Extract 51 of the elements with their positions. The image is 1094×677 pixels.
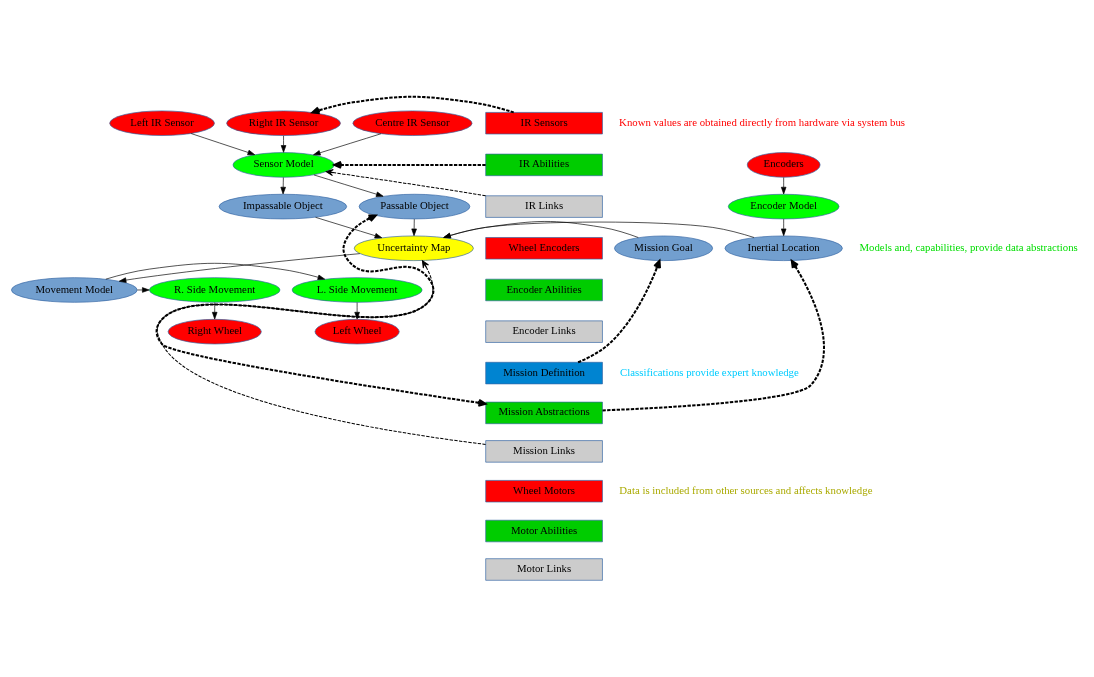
arrow xyxy=(105,262,326,280)
arrow xyxy=(155,214,487,407)
node-box: Encoder Abilities xyxy=(485,278,603,302)
arrow xyxy=(311,95,515,115)
arrow xyxy=(325,169,487,197)
arrow xyxy=(411,218,417,236)
node-ellipse: Encoders xyxy=(746,152,821,178)
arrow xyxy=(333,160,486,169)
label: Known values are obtained directly from hardware via system bus xyxy=(619,115,906,128)
node-ellipse: Inertial Location xyxy=(724,235,843,261)
node-ellipse: Right Wheel xyxy=(167,319,262,345)
arrow xyxy=(137,287,150,293)
node-box: Mission Links xyxy=(485,440,603,463)
node-ellipse: Centre IR Sensor xyxy=(352,110,473,136)
arrow xyxy=(280,135,287,153)
node-box: IR Links xyxy=(485,195,603,218)
arrow xyxy=(443,221,639,239)
arrow xyxy=(781,218,787,236)
node-box: Motor Links xyxy=(485,558,603,581)
node-box: Mission Definition xyxy=(485,361,603,385)
node-ellipse: L. Side Movement xyxy=(291,277,423,303)
arrow xyxy=(118,253,361,283)
node-ellipse: Left Wheel xyxy=(314,319,400,345)
arrow xyxy=(156,260,487,445)
node-ellipse: Mission Goal xyxy=(614,235,713,261)
node-ellipse: Right IR Sensor xyxy=(226,110,341,136)
arrow xyxy=(212,302,218,320)
node-ellipse: Impassable Object xyxy=(218,193,347,220)
arrow xyxy=(781,177,787,195)
node-box: Mission Abstractions xyxy=(485,401,603,425)
arrow xyxy=(313,174,384,197)
arrow xyxy=(315,217,383,239)
node-ellipse: Encoder Model xyxy=(727,193,840,220)
node-box: Motor Abilities xyxy=(485,519,603,543)
node-box: IR Abilities xyxy=(485,153,603,177)
label: Data is included from other sources and affects knowledge xyxy=(619,483,873,496)
node-box: IR Sensors xyxy=(485,112,603,135)
node-box: Wheel Encoders xyxy=(485,237,603,260)
label: Models and, capabilities, provide data abstractions xyxy=(859,240,1078,253)
node-box: Wheel Motors xyxy=(485,480,603,503)
arrow xyxy=(280,177,286,195)
arrow xyxy=(313,133,382,156)
node-box: Encoder Links xyxy=(485,320,603,343)
arrow xyxy=(602,259,825,412)
arrow xyxy=(443,221,755,239)
label: Classifications provide expert knowledge xyxy=(620,365,799,378)
arrow xyxy=(577,259,661,364)
node-ellipse: R. Side Movement xyxy=(149,277,281,303)
arrow xyxy=(354,302,360,320)
node-ellipse: Left IR Sensor xyxy=(109,110,215,136)
arrow xyxy=(190,133,256,156)
